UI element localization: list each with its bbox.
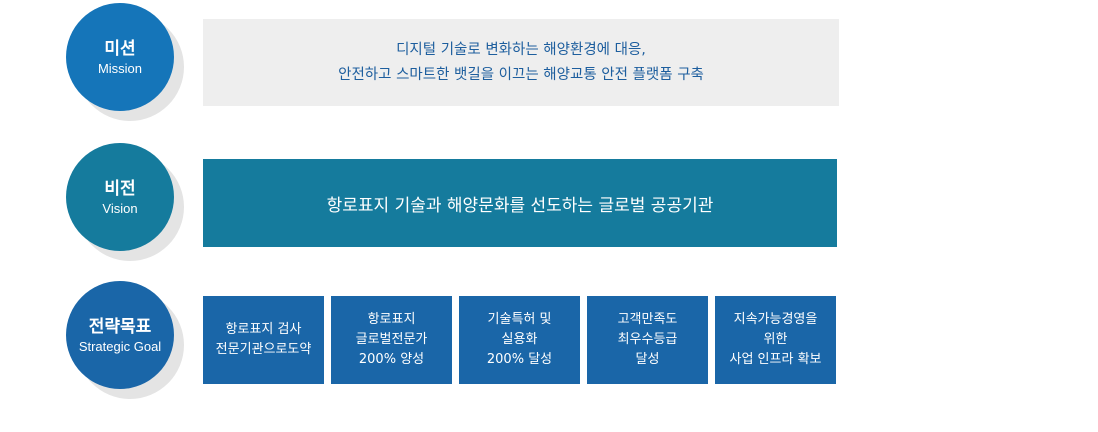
goal-line: 전문기관으로도약: [215, 342, 312, 357]
vision-subtitle: Vision: [102, 200, 138, 216]
goal-line: 달성: [635, 352, 660, 367]
goal-box: 고객만족도 최우수등급 달성: [587, 296, 708, 384]
mission-badge: 미션 Mission: [66, 3, 184, 121]
strategic-goals-list: 항로표지 검사 전문기관으로도약 항로표지 글로벌전문가 200% 양성 기술특…: [203, 296, 837, 384]
goal-line: 200% 양성: [358, 352, 425, 367]
goal-line: 200% 달성: [486, 352, 553, 367]
goal-line: 기술특허 및: [487, 312, 552, 327]
goal-box: 항로표지 검사 전문기관으로도약: [203, 296, 324, 384]
vision-text: 항로표지 기술과 해양문화를 선도하는 글로벌 공공기관: [326, 195, 714, 216]
strategic-goal-badge: 전략목표 Strategic Goal: [66, 281, 184, 399]
goal-line: 위한: [763, 332, 788, 347]
goal-line: 지속가능경영을: [733, 312, 818, 327]
vision-circle: 비전 Vision: [66, 143, 174, 251]
strategic-goal-subtitle: Strategic Goal: [78, 338, 162, 354]
mission-title: 미션: [104, 38, 136, 59]
mission-subtitle: Mission: [97, 60, 143, 76]
strategic-goal-title: 전략목표: [88, 316, 152, 337]
goal-line: 항로표지 검사: [225, 322, 302, 337]
goal-line: 항로표지: [367, 312, 416, 327]
mission-line: 디지털 기술로 변화하는 해양환경에 대응,: [396, 41, 646, 58]
mission-line: 안전하고 스마트한 뱃길을 이끄는 해양교통 안전 플랫폼 구축: [338, 66, 704, 83]
vision-statement-box: 항로표지 기술과 해양문화를 선도하는 글로벌 공공기관: [203, 159, 837, 247]
mission-circle: 미션 Mission: [66, 3, 174, 111]
goal-line: 글로벌전문가: [355, 332, 428, 347]
mission-statement-box: 디지털 기술로 변화하는 해양환경에 대응, 안전하고 스마트한 뱃길을 이끄는…: [203, 19, 839, 106]
goal-line: 사업 인프라 확보: [729, 352, 822, 367]
goal-box: 항로표지 글로벌전문가 200% 양성: [331, 296, 452, 384]
goal-line: 고객만족도: [617, 312, 678, 327]
goal-line: 실용화: [501, 332, 538, 347]
vision-title: 비전: [104, 178, 136, 199]
goal-box: 지속가능경영을 위한 사업 인프라 확보: [715, 296, 836, 384]
strategic-goal-circle: 전략목표 Strategic Goal: [66, 281, 174, 389]
vision-badge: 비전 Vision: [66, 143, 184, 261]
goal-line: 최우수등급: [617, 332, 678, 347]
goal-box: 기술특허 및 실용화 200% 달성: [459, 296, 580, 384]
